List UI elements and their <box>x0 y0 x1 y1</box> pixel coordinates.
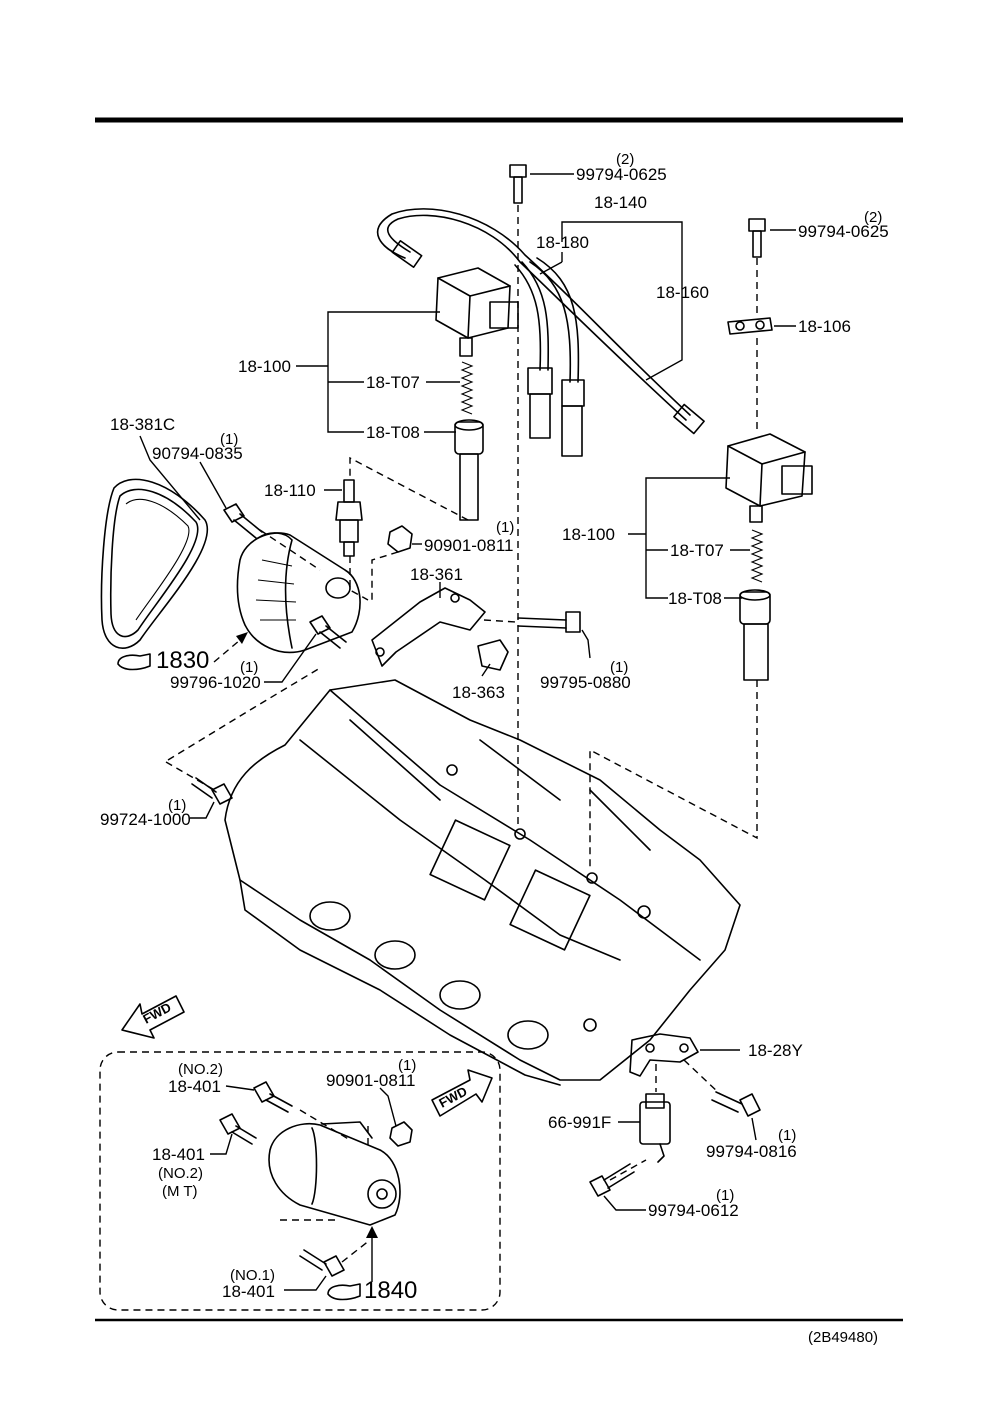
starter-ref-arrow-icon <box>366 1226 378 1282</box>
label-starter-nut: 90901-0811 <box>326 1071 416 1090</box>
washer-icon <box>727 317 773 335</box>
label-spring-left: 18-T07 <box>366 373 420 392</box>
label-nut-upper: 90901-0811 <box>424 536 514 555</box>
label-bolt-bracket: 99795-0880 <box>540 673 631 692</box>
bolt-bracket-icon <box>517 611 581 633</box>
label-wire-set: 18-140 <box>594 193 647 212</box>
label-nut-upper-qty: (1) <box>496 519 514 536</box>
starter-bolt-no1-icon <box>299 1249 345 1277</box>
label-ref-starter: 1840 <box>364 1277 417 1304</box>
starter-nut-icon <box>389 1121 413 1147</box>
label-bracket-rear: 18-28Y <box>748 1041 803 1060</box>
label-boot-left: 18-T08 <box>366 423 420 442</box>
spark-plug <box>335 479 363 557</box>
bolt-alternator-icon <box>223 503 263 539</box>
label-bolt-relay-lower-qty: (1) <box>716 1187 734 1204</box>
label-bolt-relay: 99794-0816 <box>706 1142 797 1161</box>
label-coil-left: 18-100 <box>238 357 291 376</box>
label-starter-bolt-mt-tag2: (M T) <box>162 1183 198 1200</box>
hand-pointer-icon <box>117 653 151 671</box>
label-bolt-top-right-qty: (2) <box>864 209 882 226</box>
starter-bolt-no2-top-icon <box>253 1081 293 1113</box>
label-spark-plug: 18-110 <box>264 481 316 500</box>
label-ref-alternator: 1830 <box>156 647 209 674</box>
ignition-coil-left <box>435 267 519 521</box>
label-bolt-relay-lower: 99794-0612 <box>648 1201 739 1220</box>
label-bolt-relay-qty: (1) <box>778 1127 796 1144</box>
bolt-top-right-icon <box>748 218 766 258</box>
label-starter-bolt-mt: 18-401 <box>152 1145 205 1164</box>
bracket-18-361 <box>371 587 486 667</box>
label-starter-bolt-no1-tag: (NO.1) <box>230 1267 275 1284</box>
label-starter-bolt-no2-top: 18-401 <box>168 1077 221 1096</box>
label-bolt-alt: 90794-0835 <box>152 444 243 463</box>
label-wire-a: 18-180 <box>536 233 589 252</box>
label-coil-right: 18-100 <box>562 525 615 544</box>
bolt-relay-icon <box>711 1091 761 1117</box>
label-bolt-top-right: 99794-0625 <box>798 222 889 241</box>
label-bracket: 18-361 <box>410 565 463 584</box>
fwd-inset-arrow-icon: FWD <box>431 1069 493 1117</box>
alternator-ref-arrow-icon <box>213 632 248 663</box>
bracket-rear-18-28Y <box>629 1033 699 1077</box>
label-spring-right: 18-T07 <box>670 541 724 560</box>
ignition-coil-right <box>725 433 813 681</box>
label-wire-b: 18-160 <box>656 283 709 302</box>
cylinder-head <box>224 679 741 1086</box>
starter-inset-box <box>99 1051 501 1311</box>
label-washer: 18-106 <box>798 317 851 336</box>
label-bolt-alt-lower: 99796-1020 <box>170 673 261 692</box>
label-belt: 18-381C <box>110 415 175 434</box>
label-bolt-bracket-qty: (1) <box>610 659 628 676</box>
label-starter-bolt-no2-top-tag: (NO.2) <box>178 1061 223 1078</box>
label-relay: 66-991F <box>548 1113 611 1132</box>
fwd-arrow-icon: FWD <box>121 995 185 1039</box>
hand-pointer-starter-icon <box>327 1283 361 1301</box>
label-bolt-alt-qty: (1) <box>220 431 238 448</box>
label-starter-nut-qty: (1) <box>398 1057 416 1074</box>
leader-lines <box>139 173 796 1291</box>
label-bolt-top-center-qty: (2) <box>616 151 634 168</box>
label-bolt-top-center: 99794-0625 <box>576 165 667 184</box>
bolt-top-center-icon <box>509 164 527 204</box>
label-clip: 18-363 <box>452 683 505 702</box>
bolt-alternator-lower-icon <box>309 615 347 649</box>
label-boot-right: 18-T08 <box>668 589 722 608</box>
assembly-lines <box>165 205 758 1263</box>
label-bolt-head-qty: (1) <box>168 797 186 814</box>
starter-motor <box>268 1121 401 1226</box>
alternator <box>236 532 361 654</box>
clip-18-363 <box>477 639 509 671</box>
ignition-wire-set <box>376 208 705 457</box>
figure-ref: (2B49480) <box>808 1329 878 1346</box>
label-starter-bolt-mt-tag1: (NO.2) <box>158 1165 203 1182</box>
label-bolt-alt-lower-qty: (1) <box>240 659 258 676</box>
bolt-relay-lower-icon <box>589 1163 635 1197</box>
label-bolt-head: 99724-1000 <box>100 810 191 829</box>
relay-66-991F <box>639 1093 671 1163</box>
label-starter-bolt-no1: 18-401 <box>222 1282 275 1301</box>
drive-belt <box>100 478 208 649</box>
fwd-inset-label: FWD <box>436 1084 469 1111</box>
bolt-head-icon <box>191 777 233 805</box>
starter-bolt-mt-icon <box>219 1113 257 1145</box>
nut-upper-icon <box>387 525 413 553</box>
fwd-label: FWD <box>140 1000 173 1027</box>
